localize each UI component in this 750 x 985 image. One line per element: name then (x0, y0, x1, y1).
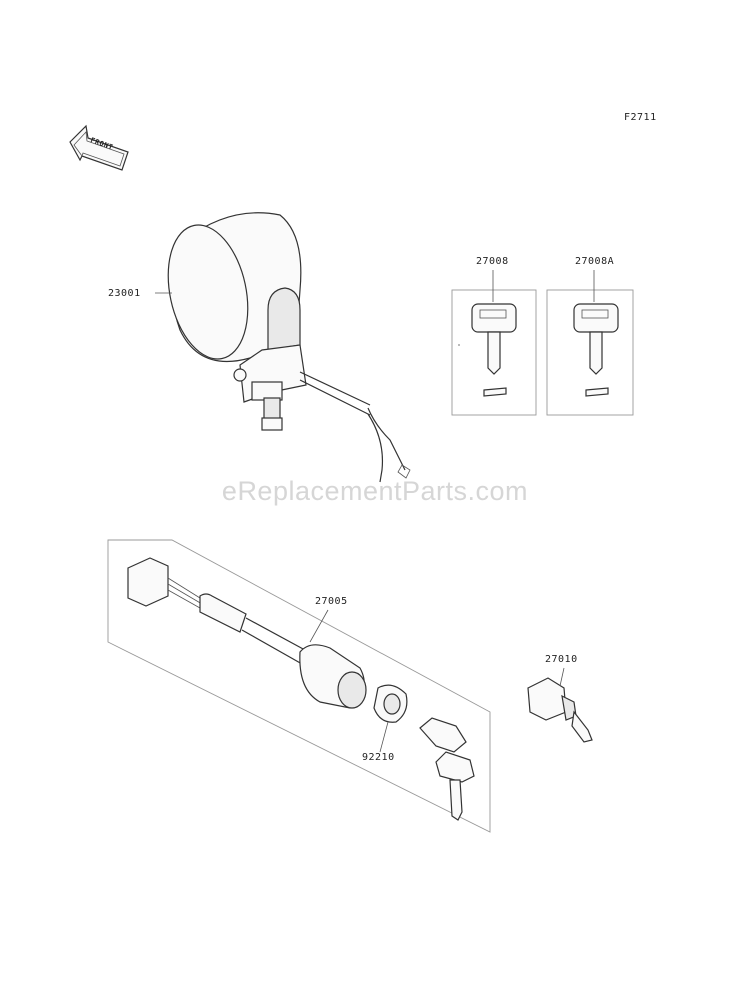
part-label-23001[interactable]: 23001 (108, 288, 141, 299)
ignition-switch-drawing (127, 557, 475, 821)
front-arrow-icon (69, 124, 129, 171)
key-blank-boxes (451, 270, 634, 416)
watermark: eReplacementParts.com (221, 476, 529, 506)
key-blank-a-drawing (458, 303, 517, 397)
part-label-27008[interactable]: 27008 (476, 256, 509, 267)
headlight-drawing (167, 212, 411, 483)
part-label-27005[interactable]: 27005 (315, 596, 348, 607)
part-label-27010[interactable]: 27010 (545, 654, 578, 665)
leader-27010 (559, 667, 565, 687)
switch-drawing (527, 677, 593, 743)
leader-92210 (379, 721, 389, 753)
key-blank-b-drawing (573, 303, 619, 397)
diagram-code: F2711 (624, 112, 657, 123)
ignition-switch-frame (107, 539, 491, 833)
part-label-27008a[interactable]: 27008A (575, 256, 615, 267)
leader-27005 (309, 609, 329, 643)
part-label-92210[interactable]: 92210 (362, 752, 395, 763)
